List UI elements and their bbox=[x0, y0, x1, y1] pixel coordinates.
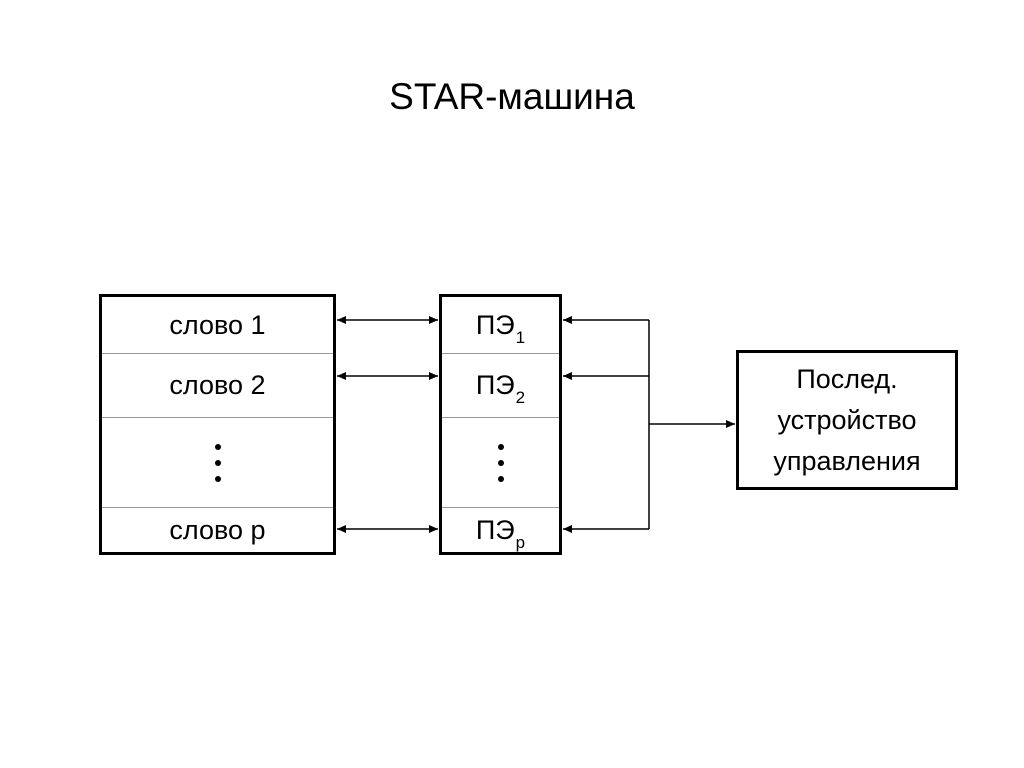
control-unit-line-3: управления bbox=[773, 445, 921, 476]
memory-ellipsis-cell bbox=[102, 418, 333, 508]
slide-title: STAR-машина bbox=[389, 76, 635, 117]
pe-p-subscript: p bbox=[515, 532, 526, 552]
ellipsis-dot bbox=[214, 459, 221, 466]
pe-p-cell: ПЭp bbox=[442, 508, 559, 552]
memory-word-p-cell: слово p bbox=[102, 508, 333, 552]
ellipsis-dot bbox=[497, 443, 504, 450]
memory-words-box: слово 1 слово 2 слово p bbox=[99, 294, 336, 555]
pe-p-label: ПЭp bbox=[475, 514, 526, 552]
memory-word-1-cell: слово 1 bbox=[102, 297, 333, 354]
control-unit-label: Послед. устройство управления bbox=[739, 353, 955, 487]
pe-1-cell: ПЭ1 bbox=[442, 297, 559, 354]
control-unit-box: Послед. устройство управления bbox=[736, 350, 958, 490]
memory-word-2-label: слово 2 bbox=[169, 370, 266, 400]
memory-word-p-label: слово p bbox=[169, 514, 266, 545]
ellipsis-dot bbox=[214, 475, 221, 482]
control-unit-line-2: устройство bbox=[777, 404, 917, 435]
pe-2-label: ПЭ2 bbox=[475, 370, 526, 407]
memory-word-2-cell: слово 2 bbox=[102, 354, 333, 418]
control-unit-line-1: Послед. bbox=[796, 363, 898, 394]
ellipsis-dot bbox=[497, 459, 504, 466]
pe-2-cell: ПЭ2 bbox=[442, 354, 559, 418]
processing-elements-box: ПЭ1 ПЭ2 ПЭp bbox=[439, 294, 562, 555]
pe-ellipsis-cell bbox=[442, 418, 559, 508]
pe-2-subscript: 2 bbox=[515, 388, 526, 407]
ellipsis-dot bbox=[214, 443, 221, 450]
memory-word-1-label: слово 1 bbox=[169, 309, 266, 340]
pe-1-label: ПЭ1 bbox=[475, 309, 526, 347]
pe-1-subscript: 1 bbox=[515, 327, 526, 347]
ellipsis-dot bbox=[497, 475, 504, 482]
